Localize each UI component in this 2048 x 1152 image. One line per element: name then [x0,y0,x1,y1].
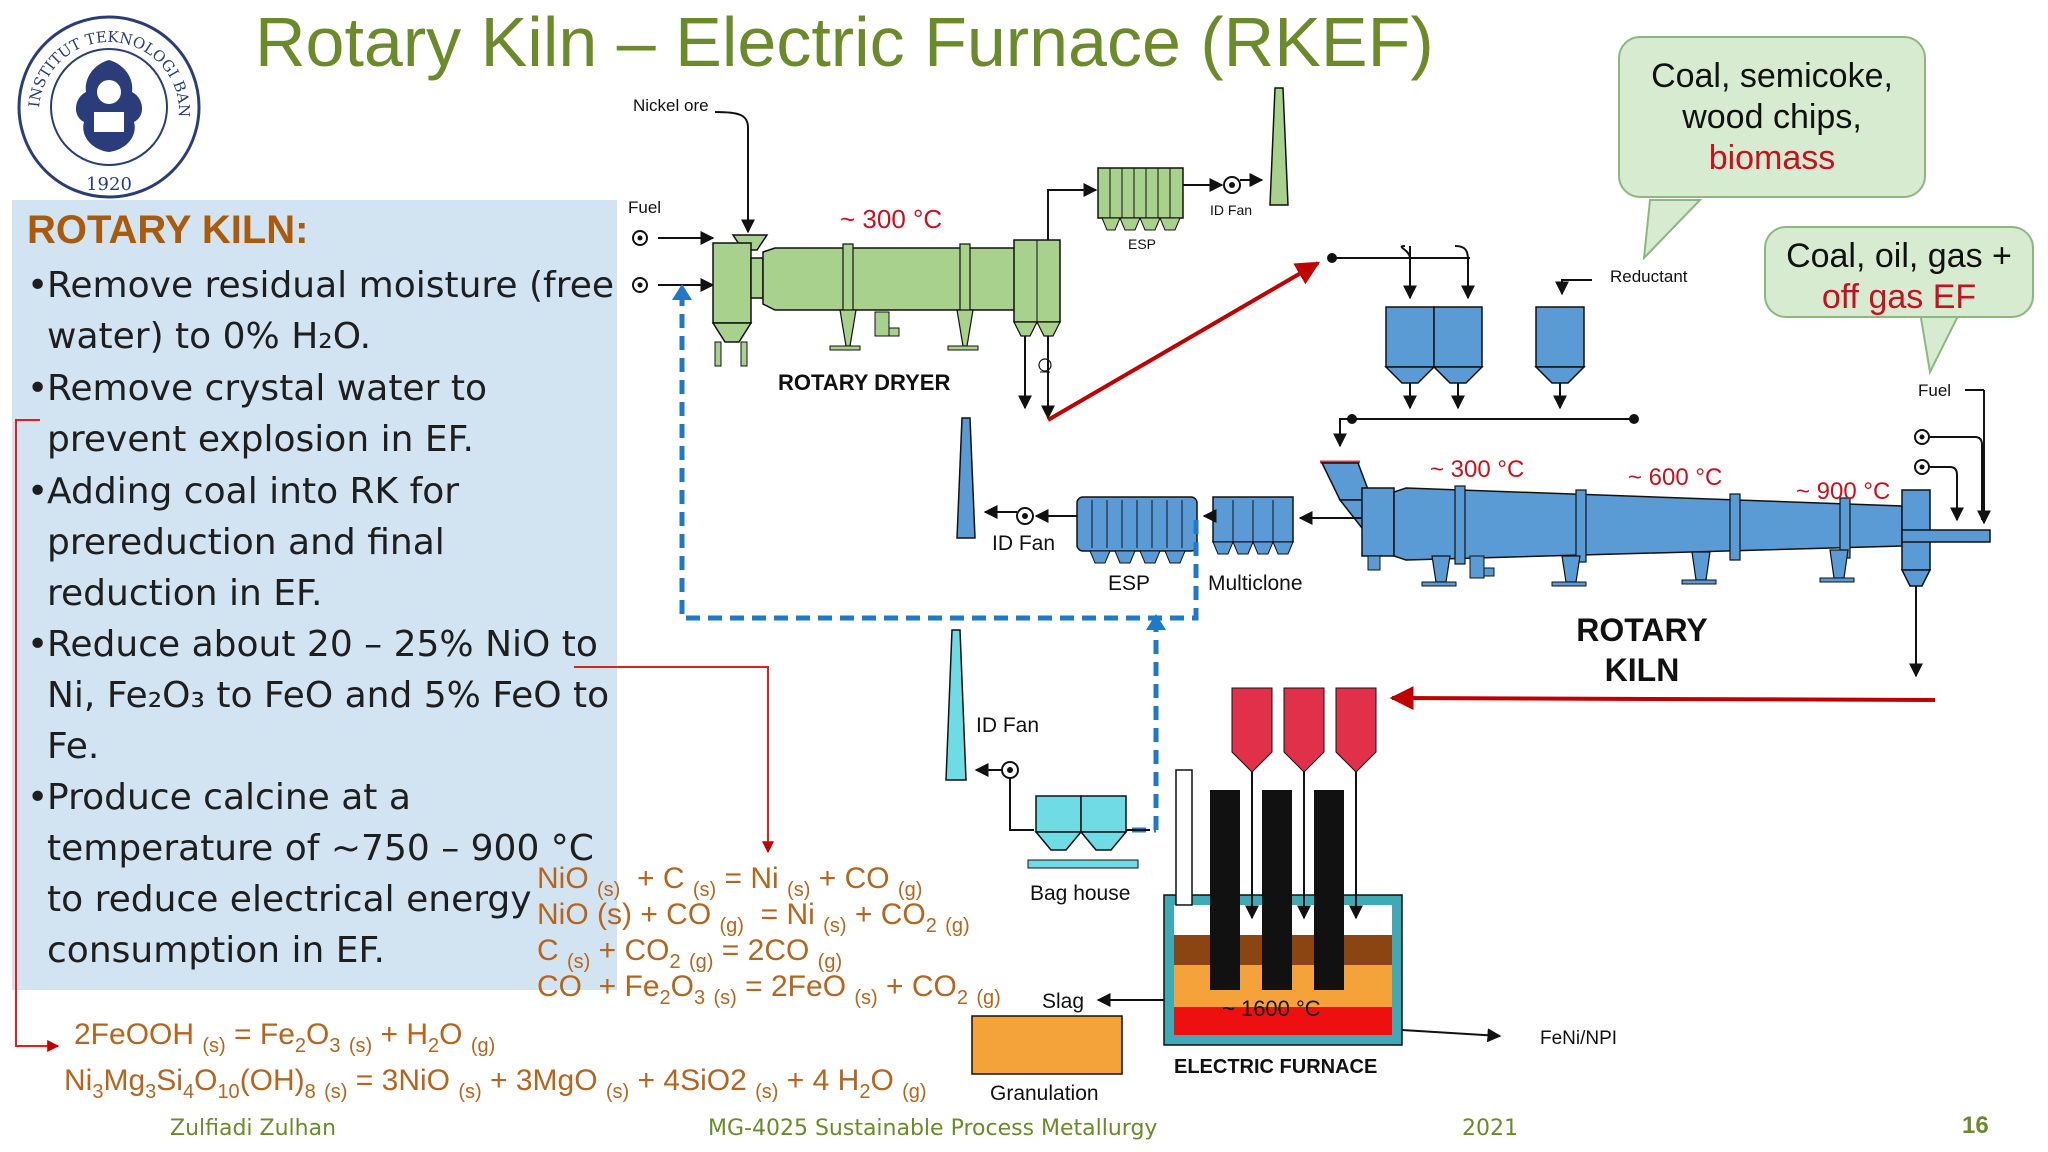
footer-course: MG-4025 Sustainable Process Metallurgy [708,1116,1158,1141]
label-esp-top: ESP [1128,236,1157,252]
bullet-line: prevent explosion in EF. [47,419,474,460]
bullet-item: • Adding coal into RK for prereduction a… [27,466,460,619]
label-fuel: Fuel [628,198,662,217]
equation-nio-c: NiO (s) + C (s) = Ni (s) + CO (g) [537,862,923,901]
bag-house-system [945,629,1150,869]
label-temp-300: ~ 300 °C [1430,456,1525,483]
feed-arrow [1046,261,1321,422]
bubble-line: Coal, semicoke, [1651,57,1893,95]
bullet-line: Ni, Fe₂O₃ to FeO and 5% FeO to [47,675,610,716]
label-multiclone: Multiclone [1208,572,1303,595]
equation-nio-co: NiO (s) + CO (g) = Ni (s) + CO2 (g) [537,898,970,937]
rotary-kiln [1320,389,1991,678]
equation-garnierite: Ni3Mg3Si4O10(OH)8 (s) = 3NiO (s) + 3MgO … [64,1064,927,1103]
bubble-line: wood chips, [1682,98,1862,136]
bullet-line: consumption in EF. [47,930,385,971]
bullet-line: prereduction and final [47,522,445,563]
label-slag: Slag [1042,990,1085,1013]
bubble-line: Coal, oil, gas + [1786,237,2012,275]
label-fuel-kiln: Fuel [1918,381,1952,400]
bubble-line-highlight: biomass [1708,139,1836,177]
bubble-reductants: Coal, semicoke, wood chips, biomass [1618,36,1926,198]
charge-hoppers [1327,245,1639,448]
bullet-line: Produce calcine at a [47,777,411,818]
recirc-arrowhead [1146,614,1166,630]
label-temp-600: ~ 600 °C [1628,464,1723,491]
label-feni-npi: FeNi/NPI [1540,1028,1618,1049]
rotary-dryer [632,87,1289,420]
bullet-item: • Remove residual moisture (free water) … [27,260,615,362]
page-number: 16 [1962,1112,1989,1139]
label-esp-mid: ESP [1108,572,1151,595]
bubble-fuels: Coal, oil, gas + off gas EF [1764,226,2034,318]
bullet-line: Remove residual moisture (free [47,265,615,306]
footer-author: Zulfiadi Zulhan [170,1116,337,1141]
bullet-line: Fe. [47,726,100,767]
rotary-kiln-panel [12,200,617,990]
bullet-item: • Produce calcine at a temperature of ~7… [27,772,594,976]
bullet-line: Adding coal into RK for [47,471,460,512]
calcine-arrow [1389,686,1936,711]
label-rotary-kiln-line: KILN [1604,652,1680,688]
label-temp-900: ~ 900 °C [1796,478,1891,505]
bullet-line: to reduce electrical energy [47,879,532,920]
bullet-item: • Reduce about 20 – 25% NiO to Ni, Fe₂O₃… [27,619,610,772]
electric-furnace [1096,687,1502,1046]
label-id-fan-low: ID Fan [976,714,1040,737]
label-temp-dryer: ~ 300 °C [840,204,943,234]
label-reductant: Reductant [1610,267,1688,286]
label-temp-1600: ~ 1600 °C [1222,996,1321,1021]
label-bag-house: Bag house [1030,882,1131,905]
gas-cleaning-train [956,417,1362,564]
logo-year: 1920 [86,174,132,195]
granulation-pit [971,1015,1123,1075]
bullet-line: water) to 0% H₂O. [47,316,372,357]
label-electric-furnace: ELECTRIC FURNACE [1174,1056,1378,1078]
bullet-line: reduction in EF. [47,573,323,614]
equation-feooh: 2FeOOH (s) = Fe2O3 (s) + H2O (g) [74,1018,496,1057]
bullet-line: Reduce about 20 – 25% NiO to [47,624,598,665]
equation-boudouard: C (s) + CO2 (g) = 2CO (g) [537,934,843,973]
itb-logo: INSTITUT TEKNOLOGI BANDUNG 1920 [7,0,204,207]
label-rotary-kiln: ROTARY KILN [1572,610,1712,690]
label-nickel-ore: Nickel ore [633,96,709,115]
bullet-line: Remove crystal water to [47,368,487,409]
bubble-line-highlight: off gas EF [1821,278,1977,316]
label-id-fan-mid: ID Fan [992,532,1056,555]
page-title: Rotary Kiln – Electric Furnace (RKEF) [255,3,1434,81]
label-id-fan-top: ID Fan [1210,202,1253,218]
bullet-item: • Remove crystal water to prevent explos… [27,363,487,465]
label-granulation: Granulation [990,1082,1099,1105]
label-rotary-dryer: ROTARY DRYER [778,370,951,395]
label-rotary-kiln-line: ROTARY [1576,612,1708,648]
footer-year: 2021 [1462,1116,1518,1141]
equation-fe2o3-co: CO + Fe2O3 (s) = 2FeO (s) + CO2 (g) [537,970,1001,1009]
rotary-kiln-heading: ROTARY KILN: [27,208,309,252]
bracket-line [574,666,774,854]
recirc-arrowhead [672,284,692,300]
bracket-line [15,419,60,1052]
bullet-line: temperature of ~750 – 900 °C [47,828,594,869]
